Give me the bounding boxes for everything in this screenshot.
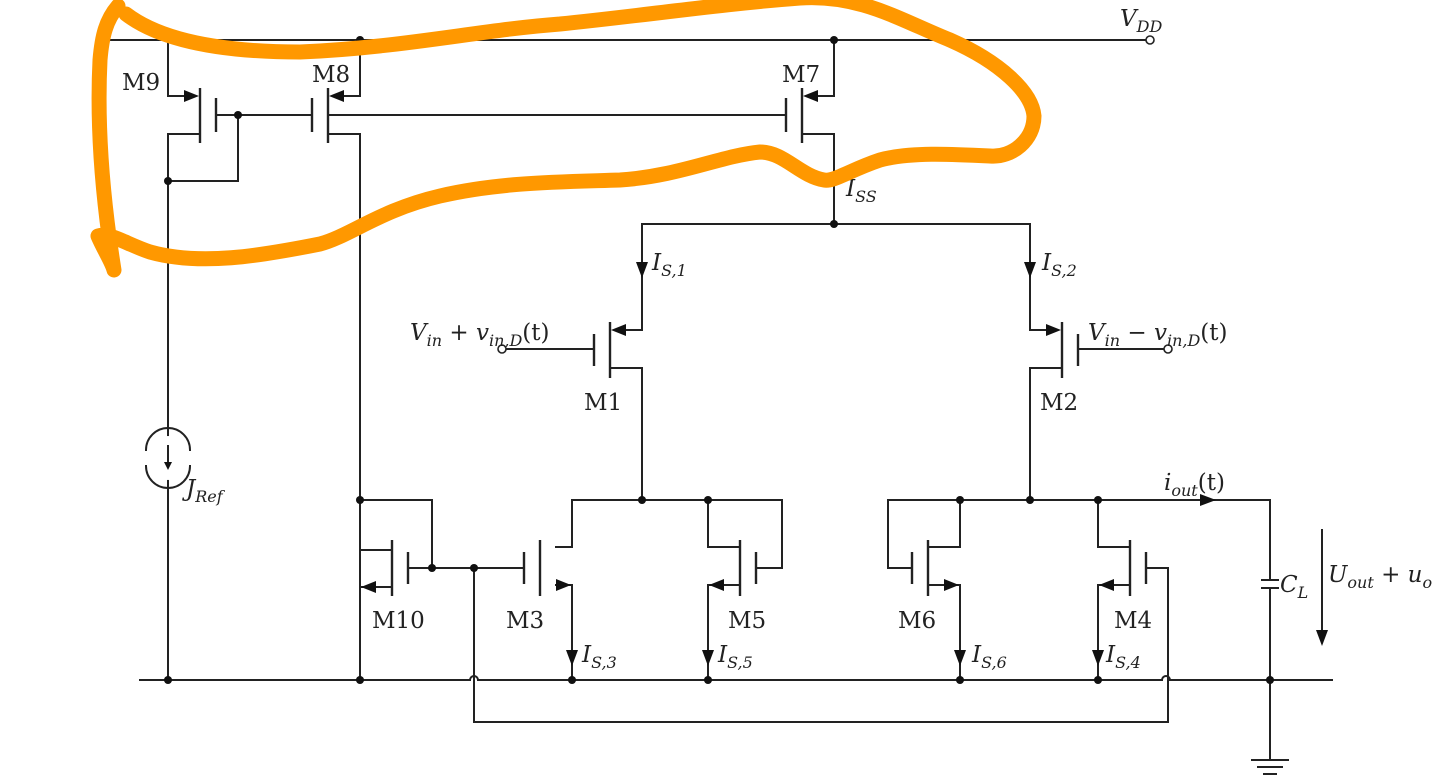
vin-neg-terminal — [1163, 344, 1173, 354]
m8-label: M8 — [312, 62, 350, 88]
junction-dot — [956, 496, 964, 504]
junction-dot — [164, 177, 172, 185]
junction-dot — [356, 676, 364, 684]
is5-label: IS,5 — [717, 642, 753, 672]
m1-drain-wire — [609, 367, 643, 501]
m10-label: M10 — [372, 608, 425, 634]
junction-dot — [638, 496, 646, 504]
is4-arrow — [1092, 650, 1104, 666]
junction-dot — [704, 676, 712, 684]
cross-loop-wire — [473, 567, 1169, 723]
junction-dot — [1026, 496, 1034, 504]
m3-label: M3 — [506, 608, 544, 634]
m1-label: M1 — [584, 390, 622, 416]
m6-drain-wire — [927, 499, 961, 548]
vdd-label: VDD — [1120, 6, 1162, 36]
junction-dot — [704, 496, 712, 504]
m9-source-arrow — [184, 90, 199, 102]
m8-drain-wire — [327, 133, 361, 681]
jref-source-top — [144, 427, 192, 452]
m5-drain-wire — [707, 499, 741, 548]
m7-drain-wire — [801, 133, 835, 225]
m5-gate-wire — [755, 499, 783, 569]
jref-source-bottom — [144, 464, 192, 489]
m9-source-wire — [167, 39, 185, 97]
m3-source-arrow — [556, 579, 571, 591]
vin-neg-label: Vin − vin,D(t) — [1088, 320, 1228, 350]
m1-source-arrow — [611, 324, 626, 336]
m5-source-wire — [707, 584, 741, 681]
junction-dot — [356, 496, 364, 504]
is5-arrow — [702, 650, 714, 666]
m4-source-arrow — [1099, 579, 1114, 591]
m2-label: M2 — [1040, 390, 1078, 416]
junction-dot — [164, 676, 172, 684]
tail-split-wire — [641, 223, 1031, 331]
m7-label: M7 — [782, 62, 820, 88]
arrowheads — [184, 90, 1216, 666]
junction-dot — [830, 36, 838, 44]
m8-source-arrow — [329, 90, 344, 102]
m4-source-wire — [1097, 584, 1131, 681]
junction-dot — [1266, 676, 1274, 684]
crossover-hump — [1160, 675, 1172, 682]
cl-label: CL — [1280, 572, 1308, 602]
iss-label: ISS — [845, 176, 877, 206]
m9-diode-wire — [167, 114, 239, 182]
is4-label: IS,4 — [1105, 642, 1141, 672]
transistor-bodies — [198, 88, 1148, 596]
iout-arrow — [1200, 494, 1216, 506]
junction-dot — [956, 676, 964, 684]
is2-label: IS,2 — [1041, 250, 1077, 280]
m2-source-arrow — [1046, 324, 1061, 336]
m8-source-wire — [343, 39, 361, 97]
jref-arrowhead — [164, 462, 172, 470]
vin-pos-label: Vin + vin,D(t) — [410, 320, 550, 350]
output-voltage-arrowhead — [1316, 630, 1328, 646]
m9-label: M9 — [122, 70, 160, 96]
junction-dot — [568, 676, 576, 684]
m10-source-wire — [359, 586, 393, 681]
vdd-terminal — [1145, 35, 1155, 45]
is3-arrow — [566, 650, 578, 666]
is3-label: IS,3 — [581, 642, 617, 672]
is2-arrow — [1024, 262, 1036, 278]
jref-label: JRef — [182, 476, 226, 506]
m5-label: M5 — [728, 608, 766, 634]
m10-source-arrow — [361, 581, 376, 593]
m10-diode-wire — [359, 499, 433, 569]
junction-dot — [830, 220, 838, 228]
is1-arrow — [636, 262, 648, 278]
m3-source-wire — [555, 584, 573, 681]
m7-source-arrow — [803, 90, 818, 102]
freehand-highlight-annotation — [90, 0, 1042, 278]
is6-label: IS,6 — [971, 642, 1007, 672]
m5-source-arrow — [709, 579, 724, 591]
m3-drain-wire — [555, 499, 573, 548]
m6-label: M6 — [898, 608, 936, 634]
junction-dot — [1094, 676, 1102, 684]
is6-arrow — [954, 650, 966, 666]
m7-source-wire — [817, 39, 835, 97]
m6-source-arrow — [944, 579, 959, 591]
uout-label: Uout + uo — [1328, 562, 1432, 592]
junction-dot — [428, 564, 436, 572]
vin-pos-terminal — [497, 344, 507, 354]
labels: VDD M9 M8 M7 M1 M2 M3 M5 M6 M4 M10 ISS I… — [122, 6, 1432, 672]
junction-dot — [470, 564, 478, 572]
m4-label: M4 — [1114, 608, 1152, 634]
iout-label: iout(t) — [1164, 470, 1225, 500]
m4-drain-wire — [1097, 499, 1131, 548]
junction-dot — [234, 111, 242, 119]
junction-dot — [1094, 496, 1102, 504]
is1-label: IS,1 — [651, 250, 687, 280]
junctions — [164, 36, 1274, 684]
m2-drain-wire — [1029, 367, 1063, 501]
m9-drain-wire — [167, 133, 201, 681]
m6-source-wire — [927, 584, 961, 681]
m6-gate-wire — [887, 499, 913, 569]
